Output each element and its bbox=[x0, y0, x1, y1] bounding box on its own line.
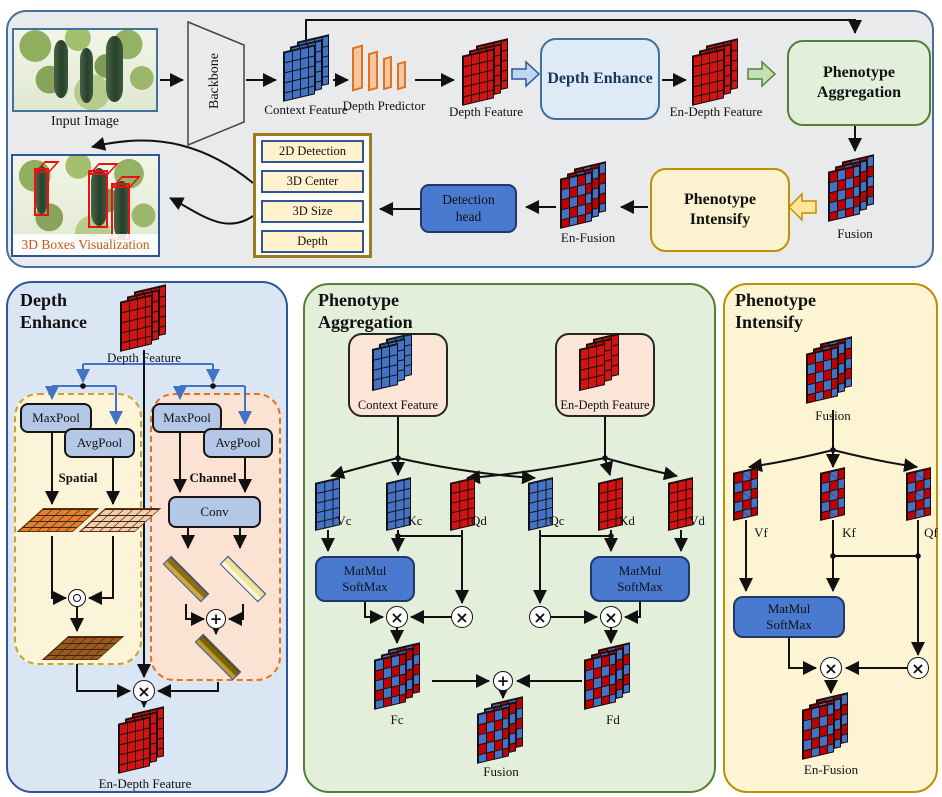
predictor-slab bbox=[397, 60, 406, 91]
depth-enhance-title: Depth Enhance bbox=[20, 290, 88, 332]
kc-label: Kc bbox=[407, 513, 423, 528]
matmul-softmax-right: MatMul SoftMax bbox=[590, 556, 690, 602]
predictor-slab bbox=[383, 55, 392, 91]
output-3d-size: 3D Size bbox=[261, 200, 364, 223]
it-en-fusion-label: En-Fusion bbox=[803, 762, 859, 777]
multiply-op: × bbox=[386, 606, 408, 628]
add-op: + bbox=[493, 671, 513, 691]
3d-boxes-visualization-image: 3D Boxes Visualization bbox=[11, 154, 160, 257]
detection-head-box: Detection head bbox=[420, 184, 517, 233]
it-fusion-map bbox=[806, 336, 854, 404]
vd-label: Vd bbox=[689, 513, 705, 528]
fusion-label: Fusion bbox=[837, 226, 873, 241]
aggregation-title: Phenotype Aggregation bbox=[318, 290, 413, 332]
fc-map bbox=[374, 642, 422, 710]
cucumber bbox=[80, 48, 93, 103]
multiply-op: × bbox=[600, 606, 622, 628]
output-2d-detection: 2D Detection bbox=[261, 140, 364, 163]
avgpool-channel: AvgPool bbox=[203, 428, 273, 458]
kf-label: Kf bbox=[842, 525, 856, 540]
qc-label: Qc bbox=[549, 513, 565, 528]
matmul-softmax-left: MatMul SoftMax bbox=[315, 556, 415, 602]
it-en-fusion-map bbox=[802, 692, 850, 760]
add-op: + bbox=[206, 609, 226, 629]
en-depth-feature-label: En-Depth Feature bbox=[669, 104, 763, 119]
depth-predictor-label: Depth Predictor bbox=[342, 98, 426, 113]
kd-label: Kd bbox=[619, 513, 635, 528]
phenotype-intensify-stage: Phenotype Intensify bbox=[650, 168, 790, 252]
multiply-op: × bbox=[907, 657, 929, 679]
block-arrow-green bbox=[747, 60, 777, 88]
cucumber bbox=[106, 36, 123, 102]
multiply-op: × bbox=[451, 606, 473, 628]
de-depth-feature-map bbox=[120, 284, 168, 352]
predictor-slab bbox=[352, 44, 363, 92]
ag-en-depth-feature-map bbox=[579, 332, 627, 396]
spatial-label: Spatial bbox=[58, 470, 98, 485]
channel-label: Channel bbox=[189, 470, 237, 485]
ag-context-feature-map bbox=[372, 332, 420, 396]
it-fusion-label: Fusion bbox=[815, 408, 851, 423]
3d-box-overlay bbox=[88, 170, 108, 228]
fc-label: Fc bbox=[390, 712, 404, 727]
cucumber bbox=[54, 40, 68, 98]
input-image bbox=[12, 28, 158, 112]
en-fusion-feature-map bbox=[560, 161, 608, 229]
visualization-label: 3D Boxes Visualization bbox=[13, 234, 158, 255]
matmul-label: MatMul bbox=[767, 600, 811, 616]
context-feature-label: Context Feature bbox=[264, 102, 348, 117]
predictor-slab bbox=[368, 50, 378, 92]
qd-label: Qd bbox=[471, 513, 487, 528]
backbone-shape bbox=[187, 20, 245, 147]
en-fusion-label: En-Fusion bbox=[560, 230, 616, 245]
fd-label: Fd bbox=[606, 712, 620, 727]
en-depth-feature-map bbox=[692, 38, 740, 106]
ag-fusion-map bbox=[477, 696, 525, 764]
ag-en-depth-label: En-Depth Feature bbox=[560, 398, 650, 412]
multiply-op: × bbox=[820, 657, 842, 679]
output-depth: Depth bbox=[261, 230, 364, 253]
depth-enhance-stage: Depth Enhance bbox=[540, 38, 660, 120]
avgpool-spatial: AvgPool bbox=[64, 428, 135, 458]
maxpool-spatial: MaxPool bbox=[20, 403, 92, 433]
conv-box: Conv bbox=[168, 496, 261, 528]
softmax-label: SoftMax bbox=[766, 617, 812, 632]
depth-feature-map bbox=[462, 38, 510, 106]
ag-fusion-label: Fusion bbox=[483, 764, 519, 779]
ag-context-label: Context Feature bbox=[357, 398, 439, 412]
context-feature-map bbox=[283, 34, 331, 102]
de-en-depth-feature-label: En-Depth Feature bbox=[98, 776, 192, 791]
fusion-feature-map bbox=[828, 154, 876, 222]
multiply-op: × bbox=[133, 680, 155, 702]
softmax-label: SoftMax bbox=[342, 579, 388, 594]
output-3d-center: 3D Center bbox=[261, 170, 364, 193]
depth-feature-label: Depth Feature bbox=[448, 104, 523, 119]
intensify-title: Phenotype Intensify bbox=[735, 290, 816, 332]
vf-label: Vf bbox=[754, 525, 768, 540]
de-en-depth-feature-map bbox=[118, 706, 166, 774]
concat-op bbox=[68, 589, 86, 607]
matmul-softmax-intensify: MatMul SoftMax bbox=[733, 596, 845, 638]
block-arrow-yellow bbox=[787, 192, 817, 222]
matmul-label: MatMul bbox=[343, 562, 387, 578]
depth-predictor-icon bbox=[352, 44, 414, 98]
3d-box-overlay bbox=[34, 168, 49, 216]
vc-label: Vc bbox=[336, 513, 352, 528]
block-arrow-blue bbox=[511, 60, 541, 88]
multiply-op: × bbox=[529, 606, 551, 628]
softmax-label: SoftMax bbox=[617, 579, 663, 594]
phenotype-aggregation-stage: Phenotype Aggregation bbox=[787, 40, 931, 126]
qf-label: Qf bbox=[924, 525, 938, 540]
input-image-label: Input Image bbox=[50, 114, 120, 129]
matmul-label: MatMul bbox=[618, 562, 662, 578]
3d-box-overlay bbox=[111, 183, 130, 240]
fd-map bbox=[584, 642, 632, 710]
backbone-label: Backbone bbox=[207, 53, 222, 109]
de-depth-feature-label: Depth Feature bbox=[106, 350, 181, 365]
